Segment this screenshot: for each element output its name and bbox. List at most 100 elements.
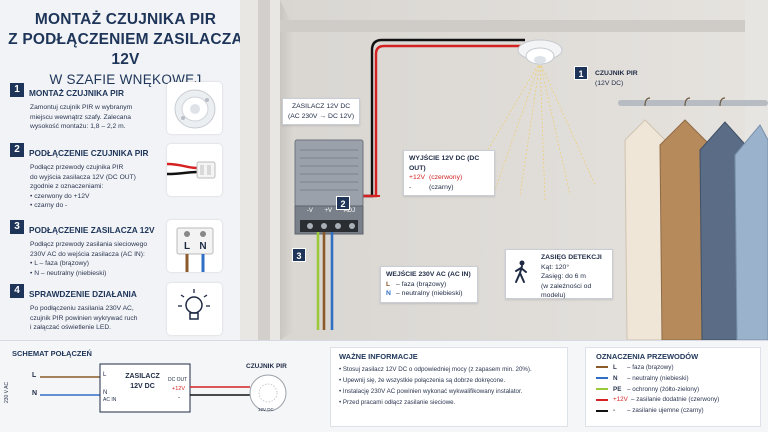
step-4: 4 SPRAWDZENIE DZIAŁANIA Po podłączeniu za… <box>10 284 238 333</box>
dc-out-title: WYJŚCIE 12V DC (DC OUT) <box>409 155 480 172</box>
sensor-label: CZUJNIK PIR (12V DC) <box>590 66 643 91</box>
schematic-minus: - <box>178 395 180 401</box>
schematic-l: L <box>32 372 37 379</box>
terminal-photo: L N <box>167 220 222 272</box>
output-badge: 2 <box>336 196 350 210</box>
legend-desc: – ochronny (żółto-zielony) <box>627 385 700 393</box>
terminal-l-label: L <box>184 241 190 252</box>
pir-sensor-photo <box>167 82 222 134</box>
legend-row: - – zasilanie ujemne (czarny) <box>596 406 760 417</box>
schematic-psu-box: ZASILACZ 12V DC <box>120 372 165 392</box>
ac-in-title: WEJŚCIE 230V AC (AC IN) <box>386 271 471 278</box>
step-line: zgodnie z oznaczeniami: <box>30 183 104 191</box>
schematic-dcout: DC OUT <box>168 377 188 383</box>
step-line: Po podłączeniu zasilania 230V AC, <box>30 305 134 312</box>
step-line: • czarny do - <box>30 202 68 210</box>
dc-out-minus-desc: (czarny) <box>429 183 454 191</box>
info-list: • Stosuj zasilacz 12V DC o odpowiedniej … <box>339 364 567 408</box>
psu-label-line-1: ZASILACZ 12V DC <box>291 103 351 110</box>
psu-terminal-labels: -V +V ADJ <box>301 208 361 214</box>
schematic-plus: +12V <box>172 386 185 392</box>
legend-row: L– faza (brązowy) <box>596 363 760 374</box>
terminal-plus-v: +V <box>324 208 333 214</box>
sensor-badge: 1 <box>574 66 588 80</box>
legend-desc: – neutralny (niebieski) <box>627 374 689 382</box>
step-line: Podłącz przewody czujnika PIR <box>30 164 124 171</box>
range-title: ZASIĘG DETEKCJI <box>541 254 602 261</box>
input-badge: 3 <box>292 248 306 262</box>
terminal-n-label: N <box>199 241 206 252</box>
step-line: • L – faza (brązowy) <box>30 260 89 268</box>
step-description: Zamontuj czujnik PIR w wybranym miejscu … <box>30 103 170 132</box>
legend-desc: – zasilanie ujemne (czarny) <box>627 407 704 415</box>
schematic-n: N <box>32 390 38 397</box>
legend-key: +12V <box>613 396 628 404</box>
title-line-3: W SZAFIE WNĘKOWEJ <box>49 72 202 87</box>
legend-row: +12V– zasilanie dodatnie (czerwony) <box>596 395 760 406</box>
lightbulb-icon <box>167 283 222 335</box>
ac-in-n: N <box>386 290 391 297</box>
walking-person-icon <box>512 260 530 284</box>
ac-in-l-desc: – faza (brązowy) <box>396 280 447 288</box>
legend-key: - <box>613 407 616 415</box>
schematic-acin: AC IN <box>103 397 117 403</box>
ac-in-label: WEJŚCIE 230V AC (AC IN) L – faza (brązowy… <box>380 266 478 303</box>
schematic-psu-voltage: 12V DC <box>130 383 155 390</box>
info-item: • Upewnij się, że wszystkie połączenia s… <box>339 377 506 384</box>
bottom-panel: SCHEMAT POŁĄCZEŃ 230 V AC L N L N ZASILA… <box>0 340 768 432</box>
step-line: • czerwony do +12V <box>30 192 90 200</box>
schematic-side-label: 230 V AC <box>4 381 10 403</box>
terminal-adj: ADJ <box>343 208 356 214</box>
wardrobe-illustration <box>240 0 768 340</box>
step-line: miejscu wewnątrz szafy. Zalecana <box>30 113 131 121</box>
legend-panel: OZNACZENIA PRZEWODÓW L– faza (brązowy)N–… <box>585 347 761 427</box>
info-item-text: Stosuj zasilacz 12V DC o odpowiedniej mo… <box>342 366 532 373</box>
sensor-label-line-2: (12V DC) <box>595 79 624 87</box>
legend-row: N– neutralny (niebieski) <box>596 374 760 385</box>
step-line: do wyjścia zasilacza 12V (DC OUT) <box>30 173 136 181</box>
info-item-text: Upewnij się, że wszystkie połączenia są … <box>342 377 506 384</box>
step-description: Podłącz przewody zasilania sieciowego 23… <box>30 240 170 278</box>
schematic-diagram <box>40 363 287 413</box>
step-title: SPRAWDZENIE DZIAŁANIA <box>29 289 137 299</box>
step-number: 4 <box>10 284 24 298</box>
terminal-minus-v: -V <box>306 208 313 214</box>
step-line: 230V AC do wejścia zasilacza (AC IN): <box>30 250 145 258</box>
range-note: (w zależności od modelu) <box>541 282 592 300</box>
step-title: PODŁĄCZENIE CZUJNIKA PIR <box>29 148 149 158</box>
title-line-2: Z PODŁĄCZENIEM ZASILACZA 12V <box>8 31 243 68</box>
step-line: Podłącz przewody zasilania sieciowego <box>30 241 148 248</box>
step-title: MONTAŻ CZUJNIKA PIR <box>29 88 124 98</box>
connector-photo <box>166 144 222 196</box>
step-description: Podłącz przewody czujnika PIR do wyjścia… <box>30 163 170 211</box>
ac-in-n-desc: – neutralny (niebieski) <box>396 290 463 297</box>
schematic-sensor-mark: 12V DC <box>258 407 274 412</box>
schematic-psu-n: N <box>103 390 108 396</box>
legend-title: OZNACZENIA PRZEWODÓW <box>596 352 699 361</box>
dc-out-label: WYJŚCIE 12V DC (DC OUT) +12V(czerwony) -… <box>403 150 495 196</box>
legend-rows: L– faza (brązowy)N– neutralny (niebieski… <box>596 363 760 417</box>
info-item: • Stosuj zasilacz 12V DC o odpowiedniej … <box>339 366 532 373</box>
info-title: WAŻNE INFORMACJE <box>339 352 418 361</box>
legend-row: PE– ochronny (żółto-zielony) <box>596 385 760 396</box>
step-line: • N – neutralny (niebieski) <box>30 269 107 277</box>
wire-swatch <box>596 409 608 412</box>
schematic-psu-l: L <box>103 372 107 378</box>
info-item: • Przed pracami odłącz zasilanie sieciow… <box>339 399 456 406</box>
legend-desc: – faza (brązowy) <box>627 364 674 371</box>
dc-out-minus: - <box>409 183 412 191</box>
step-line: wysokość montażu: 1,8 – 2,2 m. <box>30 123 126 131</box>
dc-out-plus: +12V <box>409 174 426 181</box>
step-description: Po podłączeniu zasilania 230V AC, czujni… <box>30 304 170 333</box>
wardrobe-scene: -V +V ADJ ZASILACZ 12V DC (AC 230V → DC … <box>240 0 768 340</box>
info-item-text: Instalację 230V AC powinien wykonać wykw… <box>342 388 523 395</box>
page-title: MONTAŻ CZUJNIKA PIR Z PODŁĄCZENIEM ZASIL… <box>8 10 243 89</box>
info-item: • Instalację 230V AC powinien wykonać wy… <box>339 388 523 395</box>
wire-swatch <box>596 398 608 401</box>
step-number: 3 <box>10 220 24 234</box>
schematic-title: SCHEMAT POŁĄCZEŃ <box>12 349 92 358</box>
range-angle: Kąt: 120° <box>541 263 570 271</box>
ac-in-l: L <box>386 280 391 288</box>
